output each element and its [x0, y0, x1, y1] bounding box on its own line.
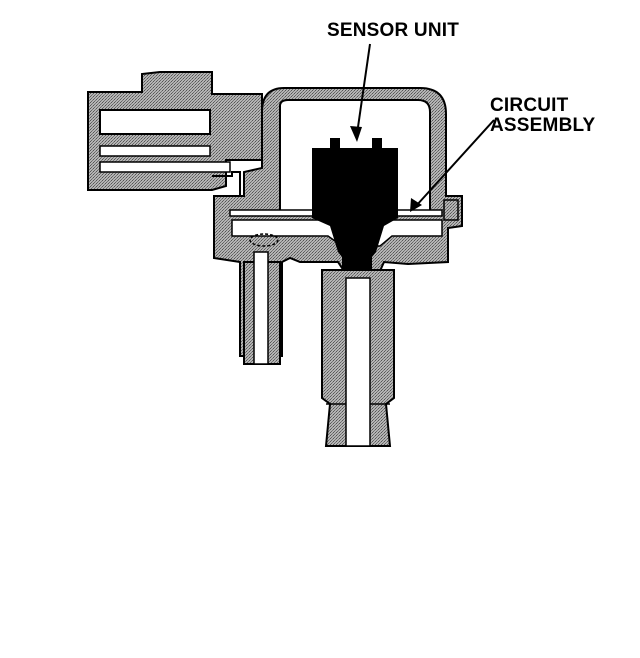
sensor-unit-arrowhead — [350, 126, 362, 142]
sensor-unit-leader — [356, 43, 371, 135]
main-pressure-nozzle — [321, 269, 395, 447]
circuit-assembly-label: CIRCUIT ASSEMBLY — [490, 96, 595, 136]
sensor-unit-block — [312, 138, 398, 280]
circuit-label-line1: CIRCUIT — [490, 95, 569, 116]
sensor-unit-label: SENSOR UNIT — [327, 20, 460, 41]
leader-arrows — [350, 43, 495, 212]
circuit-label-line2: ASSEMBLY — [490, 115, 596, 136]
circuit-assembly-arrowhead — [410, 198, 422, 212]
circuit-assembly-leader — [415, 119, 495, 207]
left-pressure-port — [243, 251, 281, 365]
electrical-connector — [87, 71, 263, 214]
